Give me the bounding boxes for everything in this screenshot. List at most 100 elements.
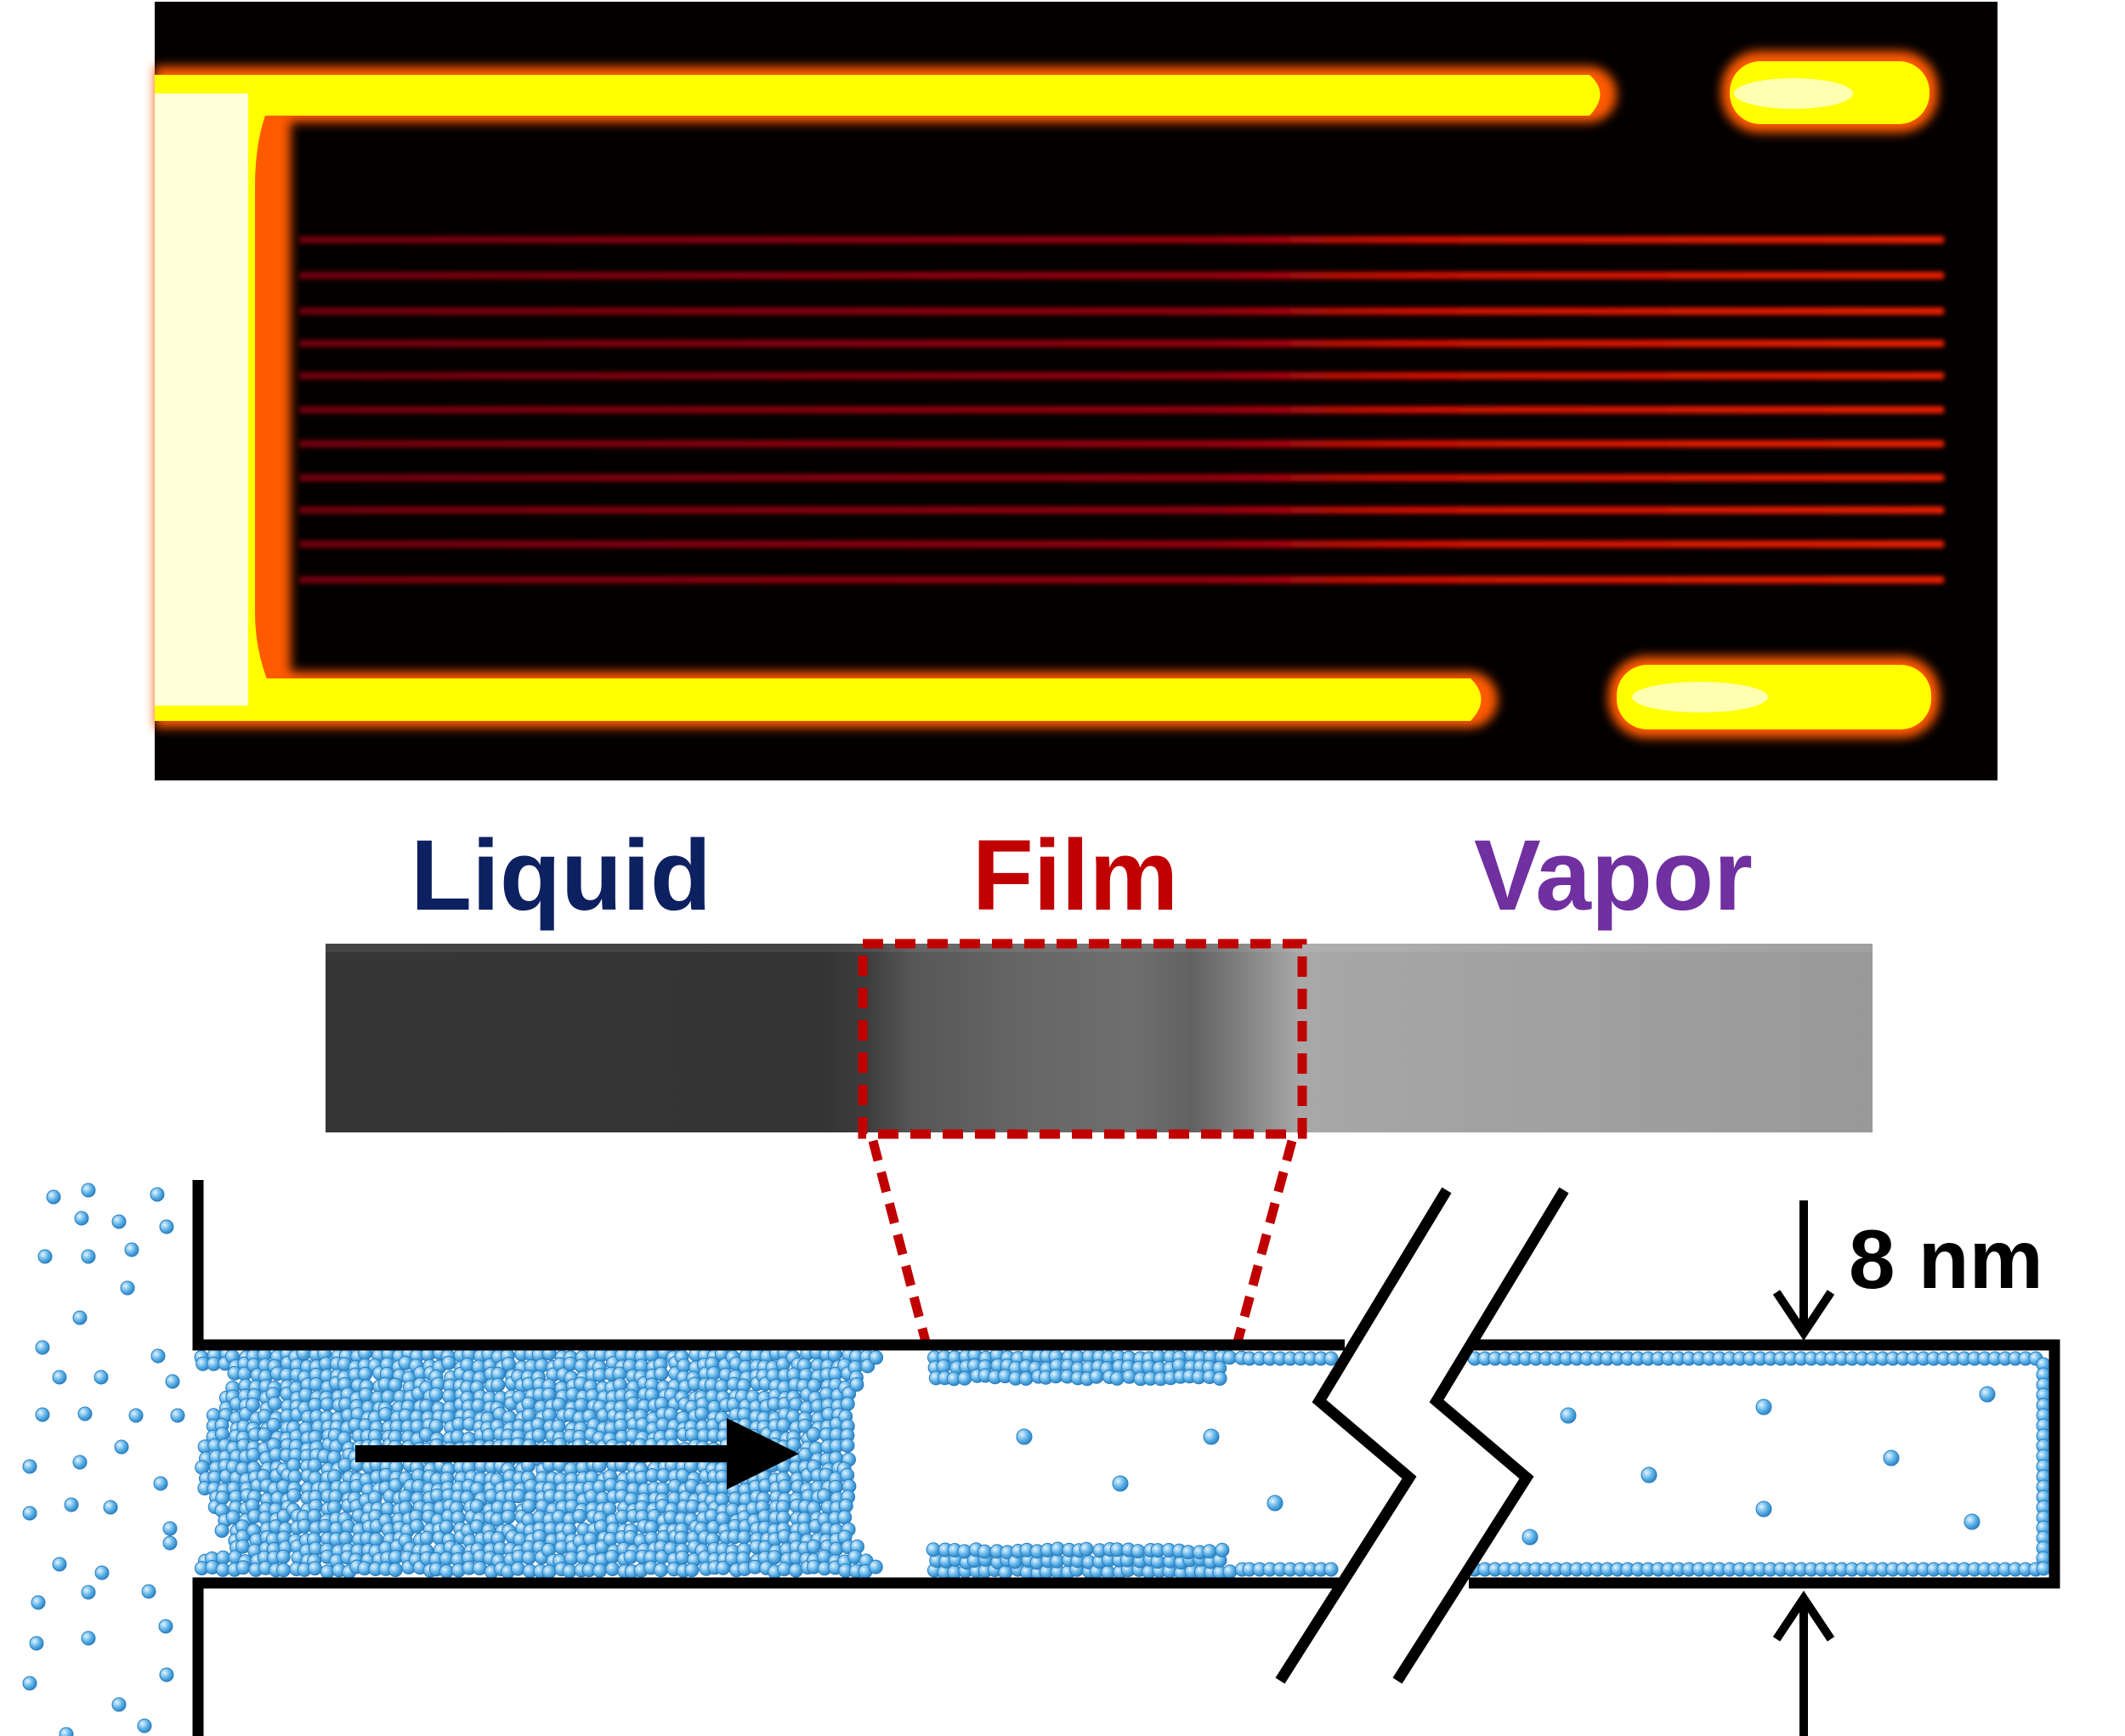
water-molecule [29, 1636, 44, 1651]
water-molecule [490, 1377, 506, 1393]
channel-height-label: 8 nm [1849, 1212, 2043, 1306]
water-molecule [541, 1564, 557, 1580]
water-molecule [592, 1563, 608, 1578]
pad-highlight-2 [1632, 682, 1768, 712]
water-molecule [162, 1521, 178, 1536]
water-molecule [684, 1563, 700, 1578]
water-molecule [501, 1357, 516, 1371]
water-molecule [72, 1310, 88, 1325]
water-molecule [829, 1541, 844, 1557]
water-molecule [439, 1519, 454, 1535]
water-molecule [737, 1529, 752, 1545]
water-molecule [840, 1438, 855, 1453]
water-molecule [428, 1419, 444, 1433]
water-molecule [1079, 1541, 1094, 1557]
water-molecule [1215, 1542, 1230, 1557]
channel-wall-top-left [192, 1180, 1345, 1351]
water-molecule [308, 1561, 323, 1576]
water-molecule [409, 1518, 424, 1534]
flow-arrow-head [727, 1418, 799, 1489]
water-molecule [128, 1408, 144, 1423]
film-zoom-box [858, 939, 1307, 1139]
water-molecule [675, 1550, 690, 1565]
water-molecule [869, 1350, 884, 1365]
water-molecule [388, 1563, 403, 1577]
water-molecule [1018, 1371, 1034, 1386]
nanochannel-schematic: 8 nm [22, 1180, 2060, 1736]
water-molecule [74, 1211, 89, 1226]
water-molecule [1016, 1428, 1033, 1445]
water-molecule [81, 1585, 96, 1600]
water-molecule [52, 1557, 67, 1572]
water-molecule [94, 1565, 110, 1580]
water-molecule [22, 1676, 37, 1691]
nanochannel-line [299, 576, 1944, 583]
water-molecule [215, 1490, 230, 1506]
water-molecule [654, 1366, 669, 1381]
water-molecule [141, 1584, 156, 1599]
water-molecule [170, 1408, 185, 1423]
nanochannel-lines [299, 236, 1944, 583]
height-dimension [1772, 1200, 1835, 1736]
water-molecule [694, 1406, 710, 1421]
break-symbol-right [1392, 1187, 1569, 1684]
water-molecule [103, 1500, 118, 1515]
water-molecule [1203, 1428, 1220, 1445]
water-molecule [806, 1427, 821, 1442]
water-molecule [52, 1370, 67, 1385]
nanochannel-line [299, 474, 1944, 481]
water-molecule [245, 1397, 260, 1412]
water-molecule [94, 1370, 109, 1385]
water-molecule [1212, 1371, 1227, 1386]
water-molecule [77, 1406, 93, 1421]
water-molecule [235, 1560, 251, 1575]
nanochannel-line [299, 440, 1944, 447]
water-molecule [120, 1280, 135, 1296]
liquid-label: Liquid [411, 820, 711, 932]
zoom-connector-right [1232, 1139, 1297, 1347]
nanochannel-line [299, 507, 1944, 513]
micrograph-background [155, 2, 1998, 780]
nanochannel-line [299, 372, 1944, 379]
water-molecule [2036, 1561, 2051, 1576]
water-molecule [1130, 1544, 1146, 1559]
water-molecule [663, 1407, 678, 1421]
water-molecule [469, 1499, 484, 1514]
water-molecule [64, 1497, 79, 1512]
zoom-connector-left [868, 1139, 932, 1347]
nanochannel-line [299, 308, 1944, 315]
water-molecule [158, 1619, 173, 1634]
water-molecule [439, 1563, 454, 1579]
water-molecules [22, 1183, 2051, 1736]
water-molecule [472, 1561, 487, 1576]
water-molecule [998, 1565, 1013, 1580]
water-molecule [216, 1550, 231, 1565]
water-molecule [114, 1439, 129, 1455]
pad-highlight [1734, 78, 1853, 109]
water-molecule [59, 1727, 74, 1736]
water-molecule [1755, 1398, 1772, 1415]
vapor-label: Vapor [1474, 820, 1753, 932]
water-molecule [286, 1488, 302, 1503]
water-molecule [957, 1370, 972, 1386]
water-molecule [81, 1631, 96, 1646]
water-molecule [22, 1459, 37, 1474]
water-molecule [849, 1377, 864, 1392]
water-molecule [521, 1550, 536, 1565]
nanochannel-line [299, 541, 1944, 547]
water-molecule [1222, 1564, 1238, 1580]
water-molecule [111, 1214, 127, 1229]
dimension-arrow-bottom [1772, 1590, 1835, 1736]
water-molecule [162, 1535, 178, 1551]
water-molecule [37, 1249, 53, 1264]
water-molecule [35, 1340, 50, 1355]
reservoir-top-core [155, 75, 1601, 116]
water-molecule [81, 1183, 96, 1198]
water-molecule [777, 1479, 792, 1495]
water-molecule [1222, 1350, 1238, 1365]
film-label: Film [972, 820, 1179, 932]
water-molecule [22, 1506, 37, 1521]
water-molecule [124, 1242, 139, 1257]
nanochannel-line [299, 236, 1944, 243]
water-molecule [275, 1549, 291, 1564]
